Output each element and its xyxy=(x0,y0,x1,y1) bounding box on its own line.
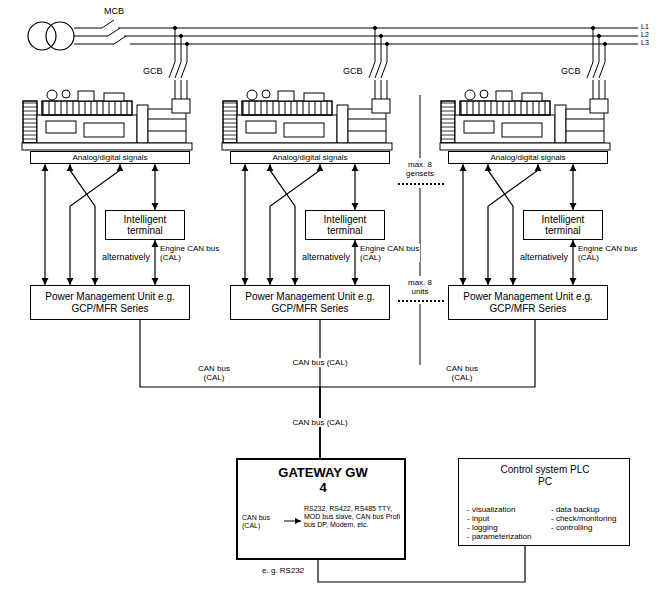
box-text: - logging xyxy=(467,523,549,532)
box-text: - controlling xyxy=(551,523,629,532)
connector xyxy=(318,546,525,582)
unit-box: Power Management Unit e.g. GCP/MFR Serie… xyxy=(230,285,390,320)
box-title: Analog/digital signals xyxy=(72,153,147,162)
connector-label: e. g. RS232 xyxy=(262,566,314,575)
terminal-box: Intelligent terminal xyxy=(523,210,603,240)
box-title: Analog/digital signals xyxy=(272,153,347,162)
genset-engines xyxy=(22,90,610,150)
box-text: - input xyxy=(467,514,549,523)
connector xyxy=(488,164,538,285)
box-title: Control system PLC PC xyxy=(499,464,591,487)
box-text: - visualization xyxy=(467,505,549,514)
connector xyxy=(154,164,155,210)
diagram-label: MCB xyxy=(104,6,134,16)
connector-label: CAN bus (CAL) xyxy=(440,364,484,382)
box-text: RS232, RS422, RS485 TTY, MOD bus slave, … xyxy=(304,505,404,529)
connector xyxy=(462,164,463,285)
connector-label: CAN bus (CAL) xyxy=(292,358,348,367)
connector xyxy=(320,320,535,458)
diagram-label: L2 xyxy=(641,31,655,39)
box-title: Power Management Unit e.g. GCP/MFR Serie… xyxy=(453,291,603,314)
unit-box: Power Management Unit e.g. GCP/MFR Serie… xyxy=(448,285,608,320)
connector-label: Engine CAN bus (CAL) xyxy=(160,244,220,262)
box-title: GATEWAY GW 4 xyxy=(273,466,373,496)
box-title: Intelligent terminal xyxy=(528,214,598,237)
transformer xyxy=(28,22,74,50)
signal-band: Analog/digital signals xyxy=(230,151,390,164)
connector-label: alternatively xyxy=(518,252,570,262)
diagram-label: L3 xyxy=(641,39,655,47)
connector-label: alternatively xyxy=(300,252,352,262)
box-title: Analog/digital signals xyxy=(490,153,565,162)
diagram-label: max. 8 gensets xyxy=(402,160,438,178)
terminal-box: Intelligent terminal xyxy=(105,210,185,240)
connector xyxy=(270,164,320,285)
max-unit-markers xyxy=(398,95,444,365)
gateway-box: GATEWAY GW 4 CAN bus (CAL) RS232, RS422, R… xyxy=(236,458,406,560)
diagram-label: GCB xyxy=(561,66,585,76)
connector-label: Engine CAN bus (CAL) xyxy=(360,244,420,262)
box-title: Intelligent terminal xyxy=(110,214,180,237)
signal-band: Analog/digital signals xyxy=(30,151,190,164)
signal-band: Analog/digital signals xyxy=(448,151,608,164)
connector xyxy=(354,240,355,285)
box-title: Power Management Unit e.g. GCP/MFR Serie… xyxy=(35,291,185,314)
box-text: CAN bus (CAL) xyxy=(242,514,284,530)
connector xyxy=(140,320,320,458)
connector xyxy=(70,164,120,285)
diagram-label: L1 xyxy=(641,23,655,31)
connector-label: alternatively xyxy=(100,252,152,262)
diagram-label: CAN bus (CAL) xyxy=(292,418,348,427)
connector xyxy=(244,164,245,285)
box-text: - parameterization xyxy=(467,532,549,541)
connector xyxy=(572,240,573,285)
box-text: - check/monitoring xyxy=(551,514,629,523)
connector xyxy=(154,240,155,285)
connector xyxy=(70,164,95,285)
connector-label: CAN bus (CAL) xyxy=(192,364,236,382)
diagram-label: max. 8 units xyxy=(402,278,438,296)
box-title: Power Management Unit e.g. GCP/MFR Serie… xyxy=(235,291,385,314)
connector xyxy=(488,164,513,285)
connector xyxy=(270,164,295,285)
connector xyxy=(354,164,355,210)
terminal-box: Intelligent terminal xyxy=(305,210,385,240)
box-title: Intelligent terminal xyxy=(310,214,380,237)
connector xyxy=(44,164,45,285)
diagram-label: GCB xyxy=(143,66,167,76)
generator-circuit-breakers xyxy=(169,26,607,99)
busbars xyxy=(74,20,638,44)
box-text: - data backup xyxy=(551,505,629,514)
connector-label: Engine CAN bus (CAL) xyxy=(578,244,638,262)
gateway-arrow xyxy=(284,521,301,522)
unit-box: Power Management Unit e.g. GCP/MFR Serie… xyxy=(30,285,190,320)
control-box: Control system PLC PC - visualization- in… xyxy=(458,458,630,546)
diagram-label: GCB xyxy=(343,66,367,76)
connector xyxy=(572,164,573,210)
